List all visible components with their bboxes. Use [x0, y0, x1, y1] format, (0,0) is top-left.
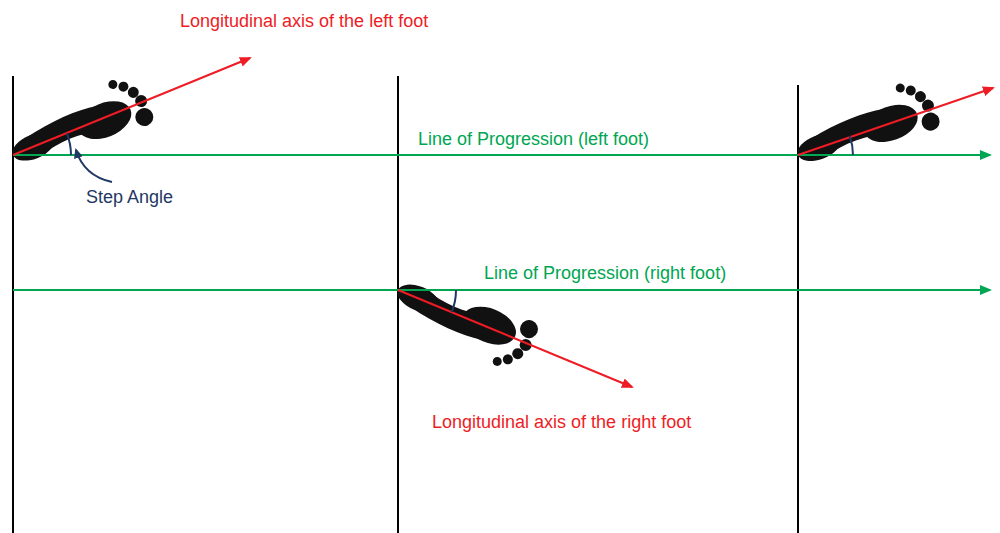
progression-label: Line of Progression (left foot)	[416, 128, 651, 150]
angle-arc	[67, 133, 71, 155]
left-footprint	[1, 71, 156, 177]
step-line	[12, 76, 14, 533]
foot-axis	[13, 58, 250, 155]
angle-label: Step Angle	[84, 186, 175, 208]
foot-axis	[798, 88, 993, 155]
leader-arrow	[76, 150, 112, 182]
right-footprint	[386, 269, 541, 376]
angle-arc	[452, 290, 456, 312]
foot-axis	[398, 290, 632, 387]
left-footprint	[787, 75, 942, 177]
axis-label: Longitudinal axis of the right foot	[430, 411, 693, 433]
angle-arc	[850, 136, 853, 155]
step-line	[397, 76, 399, 533]
axis-label: Longitudinal axis of the left foot	[178, 10, 430, 32]
progression-line	[13, 154, 990, 156]
progression-line	[13, 289, 990, 291]
progression-label: Line of Progression (right foot)	[482, 262, 728, 284]
